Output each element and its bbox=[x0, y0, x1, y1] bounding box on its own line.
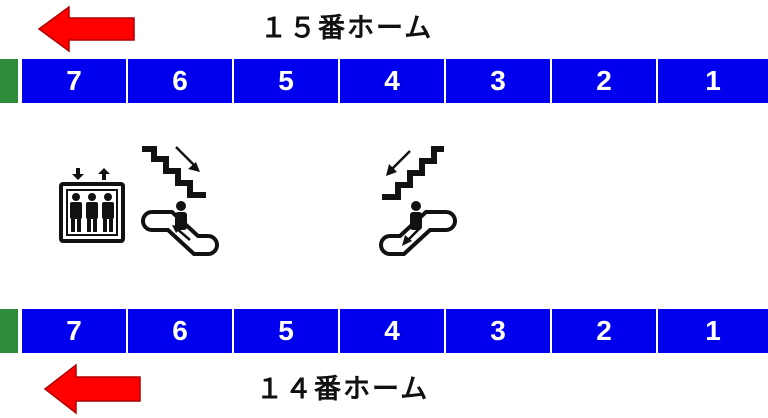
car-number: 1 bbox=[658, 59, 768, 103]
escalator-down-icon bbox=[141, 201, 219, 256]
car-number: 6 bbox=[128, 59, 232, 103]
car-number: 6 bbox=[128, 309, 232, 353]
car-number: 1 bbox=[658, 309, 768, 353]
car-number: 2 bbox=[552, 59, 656, 103]
car-number: 2 bbox=[552, 309, 656, 353]
car-position-bar-top: 7 6 5 4 3 2 1 bbox=[0, 59, 768, 103]
escalator-down-icon bbox=[379, 201, 457, 256]
car-number: 5 bbox=[234, 59, 338, 103]
elevator-icon bbox=[59, 168, 125, 243]
platform-title-15: １５番ホーム bbox=[260, 13, 434, 44]
car-number: 4 bbox=[340, 59, 444, 103]
direction-arrow-icon bbox=[37, 5, 135, 53]
direction-arrow-icon bbox=[43, 363, 141, 415]
car-number: 3 bbox=[446, 309, 550, 353]
car-position-bar-bottom: 7 6 5 4 3 2 1 bbox=[0, 309, 768, 353]
car-number: 5 bbox=[234, 309, 338, 353]
car-number: 3 bbox=[446, 59, 550, 103]
car-number: 7 bbox=[22, 309, 126, 353]
platform-title-14: １４番ホーム bbox=[256, 374, 430, 405]
car-number: 7 bbox=[22, 59, 126, 103]
stairs-up-icon bbox=[382, 146, 444, 200]
platform-end-marker bbox=[0, 309, 18, 353]
car-number: 4 bbox=[340, 309, 444, 353]
platform-end-marker bbox=[0, 59, 18, 103]
stairs-down-icon bbox=[142, 146, 206, 198]
